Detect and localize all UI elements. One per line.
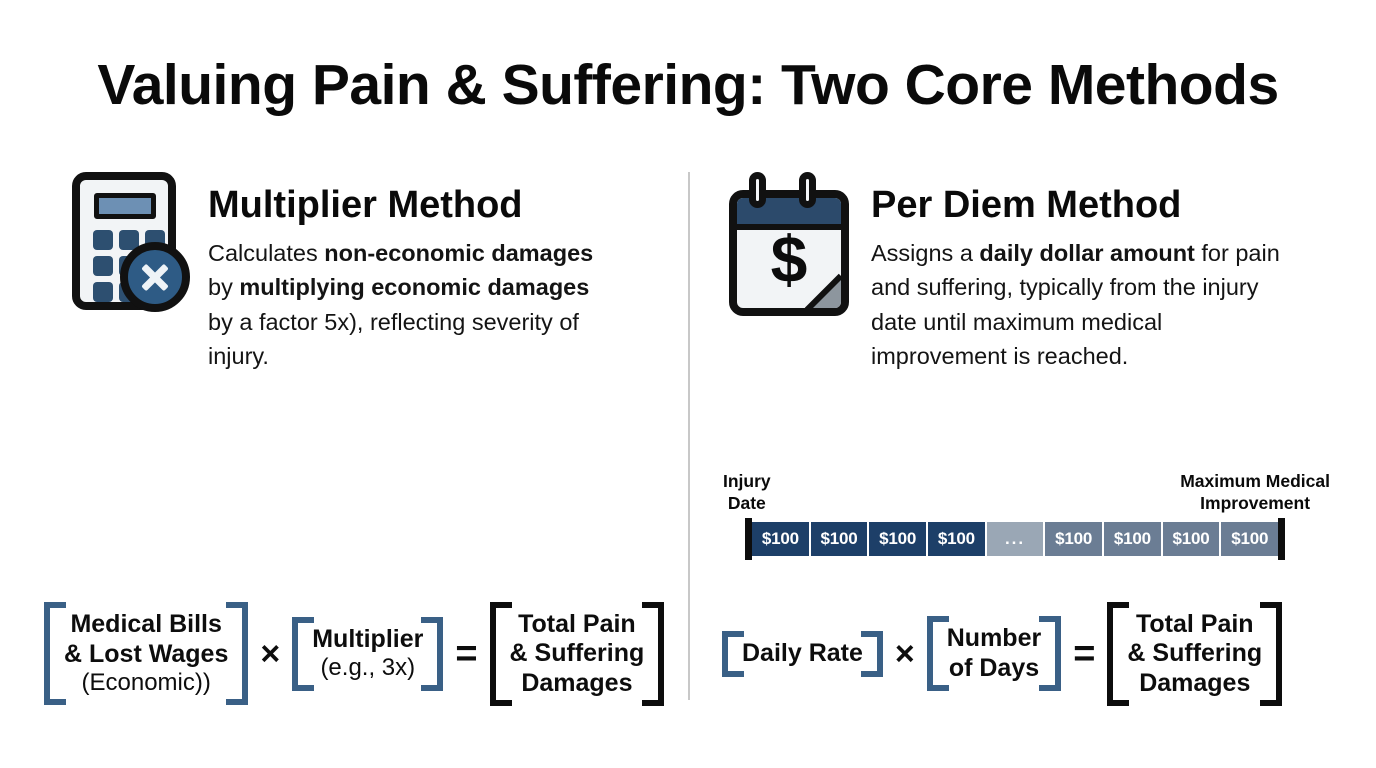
calculator-key bbox=[93, 256, 113, 276]
multiplier-method-description: Calculates non-economic damages by multi… bbox=[208, 236, 608, 373]
timeline-cell: $100 bbox=[1162, 522, 1222, 556]
desc-segment: by bbox=[208, 274, 240, 301]
formula-term-text: Total Pain & Suffering Damages bbox=[1127, 610, 1262, 699]
term-line: of Days bbox=[948, 653, 1040, 682]
formula-term-text: Number of Days bbox=[947, 624, 1041, 683]
timeline-cell: $100 bbox=[810, 522, 870, 556]
timeline-cell: $100 bbox=[928, 522, 987, 556]
term-line: Damages bbox=[521, 668, 633, 697]
formula-term-economic-damages: Medical Bills & Lost Wages (Economic)) bbox=[44, 602, 249, 706]
per-diem-header-row: $ Per Diem Method Assigns a daily dollar… bbox=[721, 172, 1301, 373]
multiplier-header-row: Multiplier Method Calculates non-economi… bbox=[72, 172, 608, 373]
calculator-multiply-icon bbox=[72, 172, 190, 318]
equals-operator: = bbox=[455, 632, 478, 675]
desc-bold: multiplying economic damages bbox=[239, 274, 590, 301]
timeline-cell: $100 bbox=[752, 522, 811, 556]
calendar-graphic: $ bbox=[721, 172, 857, 322]
multiplier-text-block: Multiplier Method Calculates non-economi… bbox=[208, 172, 608, 373]
calendar-dollar-icon: $ bbox=[721, 172, 857, 322]
formula-term-total-damages: Total Pain & Suffering Damages bbox=[489, 601, 665, 707]
timeline-start-marker bbox=[745, 518, 752, 560]
page-title: Valuing Pain & Suffering: Two Core Metho… bbox=[97, 53, 1279, 117]
term-line: Total Pain bbox=[1135, 609, 1254, 638]
timeline-end-label: Maximum Medical Improvement bbox=[1180, 470, 1330, 515]
term-line: Number bbox=[946, 624, 1042, 653]
formula-term-total-damages: Total Pain & Suffering Damages bbox=[1107, 601, 1282, 707]
per-diem-formula: Daily Rate × Number of Days = Total Pain… bbox=[722, 601, 1282, 707]
equals-operator: = bbox=[1073, 632, 1096, 675]
term-line: Total Pain bbox=[518, 609, 636, 638]
desc-segment: Calculates bbox=[208, 240, 325, 266]
formula-term-daily-rate: Daily Rate bbox=[722, 631, 883, 677]
term-line: Multiplier bbox=[312, 624, 424, 653]
per-diem-text-block: Per Diem Method Assigns a daily dollar a… bbox=[871, 172, 1301, 373]
term-line: & Lost Wages bbox=[64, 639, 229, 668]
calendar-ring-icon bbox=[799, 172, 816, 208]
multiplier-method-panel: Multiplier Method Calculates non-economi… bbox=[0, 0, 688, 768]
desc-segment: Assigns a bbox=[871, 240, 980, 266]
term-line: & Suffering bbox=[509, 639, 645, 667]
timeline-labels: Injury Date Maximum Medical Improvement bbox=[723, 470, 1330, 518]
timeline-cell: ... bbox=[986, 522, 1046, 556]
timeline-cell: $100 bbox=[1045, 522, 1105, 556]
desc-bold: non-economic damages bbox=[324, 240, 594, 266]
desc-segment: by a factor 5x), reflecting severity of … bbox=[208, 308, 579, 369]
multiplier-method-title: Multiplier Method bbox=[208, 184, 523, 226]
term-line: & Suffering bbox=[1127, 639, 1263, 667]
formula-term-text: Total Pain & Suffering Damages bbox=[510, 610, 645, 699]
formula-term-number-of-days: Number of Days bbox=[926, 616, 1062, 692]
term-line: Daily Rate bbox=[742, 639, 863, 667]
term-subline: (e.g., 3x) bbox=[320, 654, 416, 682]
label-line: Injury bbox=[723, 471, 771, 491]
desc-bold: daily dollar amount bbox=[979, 240, 1195, 266]
term-line: Damages bbox=[1139, 668, 1251, 697]
multiply-operator: × bbox=[894, 634, 915, 673]
per-diem-timeline: Injury Date Maximum Medical Improvement … bbox=[723, 470, 1330, 560]
desc-segment: for pain and suffering, typically from t… bbox=[871, 240, 1280, 369]
per-diem-method-panel: $ Per Diem Method Assigns a daily dollar… bbox=[688, 0, 1376, 768]
calculator-screen bbox=[94, 193, 156, 219]
timeline-cell: $100 bbox=[869, 522, 929, 556]
timeline-cell: $100 bbox=[1104, 522, 1163, 556]
timeline-end-marker bbox=[1278, 518, 1285, 560]
term-subline: (Economic)) bbox=[81, 669, 211, 697]
timeline-cell-list: $100$100$100$100...$100$100$100$100 bbox=[752, 522, 1279, 556]
formula-term-text: Multiplier (e.g., 3x) bbox=[312, 625, 423, 683]
label-line: Improvement bbox=[1200, 493, 1311, 514]
timeline-cell: $100 bbox=[1221, 522, 1279, 556]
label-line: Maximum Medical bbox=[1180, 471, 1330, 491]
calculator-key bbox=[119, 230, 139, 250]
formula-term-text: Medical Bills & Lost Wages (Economic)) bbox=[64, 610, 228, 697]
calendar-frame: $ bbox=[729, 190, 849, 316]
calendar-ring-icon bbox=[749, 172, 766, 208]
term-line: Medical Bills bbox=[70, 610, 222, 639]
formula-term-multiplier: Multiplier (e.g., 3x) bbox=[292, 616, 444, 691]
per-diem-method-title: Per Diem Method bbox=[871, 184, 1182, 226]
timeline-start-label: Injury Date bbox=[723, 470, 771, 515]
label-line: Date bbox=[727, 493, 766, 514]
calculator-graphic bbox=[72, 172, 190, 318]
panel-divider bbox=[688, 172, 690, 700]
multiplier-formula: Medical Bills & Lost Wages (Economic)) ×… bbox=[44, 601, 665, 707]
per-diem-method-description: Assigns a daily dollar amount for pain a… bbox=[871, 236, 1301, 373]
calculator-key bbox=[93, 282, 113, 302]
timeline-bar: $100$100$100$100...$100$100$100$100 bbox=[745, 518, 1285, 560]
multiply-badge-icon bbox=[120, 242, 190, 312]
formula-term-text: Daily Rate bbox=[742, 639, 863, 669]
multiply-operator: × bbox=[260, 634, 281, 673]
calculator-key bbox=[93, 230, 113, 250]
dollar-glyph: $ bbox=[770, 222, 808, 296]
